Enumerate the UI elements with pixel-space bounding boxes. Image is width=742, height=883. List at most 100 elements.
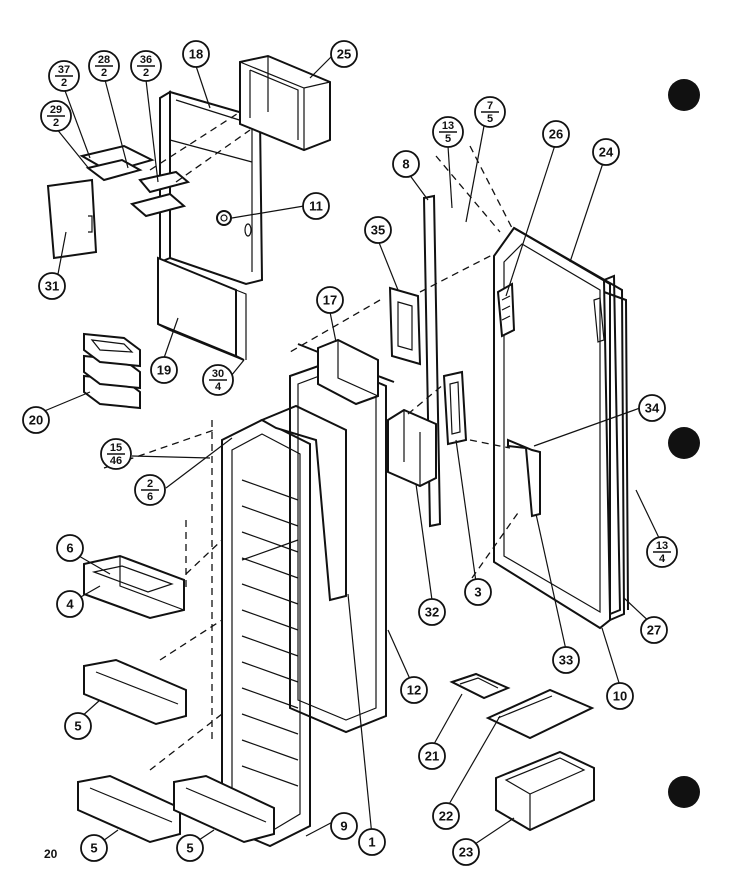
callout-c10: 10	[606, 682, 634, 710]
callout-number: 30	[212, 368, 224, 380]
callout-number: 24	[599, 144, 614, 159]
panel-31	[46, 178, 98, 260]
callout-c5c: 5	[176, 834, 204, 862]
binder-hole	[668, 79, 700, 111]
part-17	[297, 338, 395, 406]
drawer-19	[157, 256, 247, 361]
callout-c21: 21	[418, 742, 446, 770]
callout-number: 18	[189, 46, 203, 61]
hinge-26	[496, 282, 516, 338]
callout-c20: 20	[22, 406, 50, 434]
callout-c7: 75	[474, 96, 506, 128]
callout-c36: 362	[130, 50, 162, 82]
callout-quantity: 4	[659, 553, 666, 565]
callout-number: 28	[98, 54, 110, 66]
containers-20	[83, 332, 141, 410]
callout-c4: 4	[56, 590, 84, 618]
callout-c24: 24	[592, 138, 620, 166]
callout-c35: 35	[364, 216, 392, 244]
callout-c18: 18	[182, 40, 210, 68]
callout-c27: 27	[640, 616, 668, 644]
callout-quantity: 2	[61, 77, 67, 89]
callout-number: 32	[425, 604, 439, 619]
callout-number: 5	[186, 840, 193, 855]
callout-c5a: 5	[64, 712, 92, 740]
callout-quantity: 6	[147, 491, 153, 503]
control-knob-11	[216, 210, 232, 226]
callout-number: 10	[613, 688, 627, 703]
callout-c13a: 135	[432, 116, 464, 148]
part-25-box	[239, 54, 331, 152]
leader-lines	[41, 55, 661, 851]
door-liner	[221, 418, 311, 848]
callout-c31: 31	[38, 272, 66, 300]
callout-number: 13	[442, 120, 454, 132]
bin-21	[449, 672, 511, 700]
callout-number: 37	[58, 64, 70, 76]
callout-c30: 304	[202, 364, 234, 396]
callout-c1: 1	[358, 828, 386, 856]
callout-number: 36	[140, 54, 152, 66]
callout-c8: 8	[392, 150, 420, 178]
callout-number: 4	[66, 596, 74, 611]
callout-c19: 19	[150, 356, 178, 384]
callout-c28: 282	[88, 50, 120, 82]
bin-23	[495, 750, 595, 832]
callout-c17: 17	[316, 286, 344, 314]
callout-c22: 22	[432, 802, 460, 830]
callout-number: 20	[29, 412, 43, 427]
binder-hole	[668, 776, 700, 808]
callout-number: 1	[368, 834, 375, 849]
callout-quantity: 2	[143, 67, 149, 79]
callout-c9: 9	[330, 812, 358, 840]
callout-number: 7	[487, 100, 493, 112]
callout-number: 33	[559, 652, 573, 667]
page-number: 20	[44, 847, 58, 861]
callout-c23: 23	[452, 838, 480, 866]
shelf-5a	[83, 658, 187, 726]
callout-number: 31	[45, 278, 59, 293]
door-24	[493, 226, 629, 630]
callout-number: 35	[371, 222, 385, 237]
callout-number: 17	[323, 292, 337, 307]
callout-number: 27	[647, 622, 661, 637]
callout-number: 34	[645, 400, 660, 415]
callout-number: 26	[549, 126, 563, 141]
tray-22	[485, 688, 595, 740]
binder-hole	[668, 427, 700, 459]
callout-number: 8	[402, 156, 409, 171]
callout-number: 5	[74, 718, 81, 733]
callout-c26: 26	[542, 120, 570, 148]
callout-number: 15	[110, 442, 122, 454]
callout-quantity: 4	[215, 381, 222, 393]
callout-c5b: 5	[80, 834, 108, 862]
callout-number: 13	[656, 540, 668, 552]
callout-quantity: 46	[110, 455, 122, 467]
block-32	[387, 408, 437, 488]
callout-quantity: 2	[101, 67, 107, 79]
callout-c2: 26	[134, 474, 166, 506]
callout-c13b: 134	[646, 536, 678, 568]
callout-number: 22	[439, 808, 453, 823]
strip-27	[593, 274, 622, 616]
bracket-3	[442, 370, 468, 446]
callout-c11: 11	[302, 192, 330, 220]
callout-number: 5	[90, 840, 97, 855]
callout-c33: 33	[552, 646, 580, 674]
inner-panel-1	[259, 404, 347, 602]
callout-number: 11	[309, 198, 323, 213]
callout-c32: 32	[418, 598, 446, 626]
callout-number: 3	[474, 584, 481, 599]
callout-c12: 12	[400, 676, 428, 704]
callout-number: 6	[66, 540, 73, 555]
shelf-5c	[173, 774, 275, 844]
callout-number: 2	[147, 478, 153, 490]
shelf-4-6	[83, 554, 185, 620]
callout-number: 29	[50, 104, 62, 116]
callout-c6: 6	[56, 534, 84, 562]
callout-quantity: 5	[445, 133, 451, 145]
callout-quantity: 2	[53, 117, 59, 129]
